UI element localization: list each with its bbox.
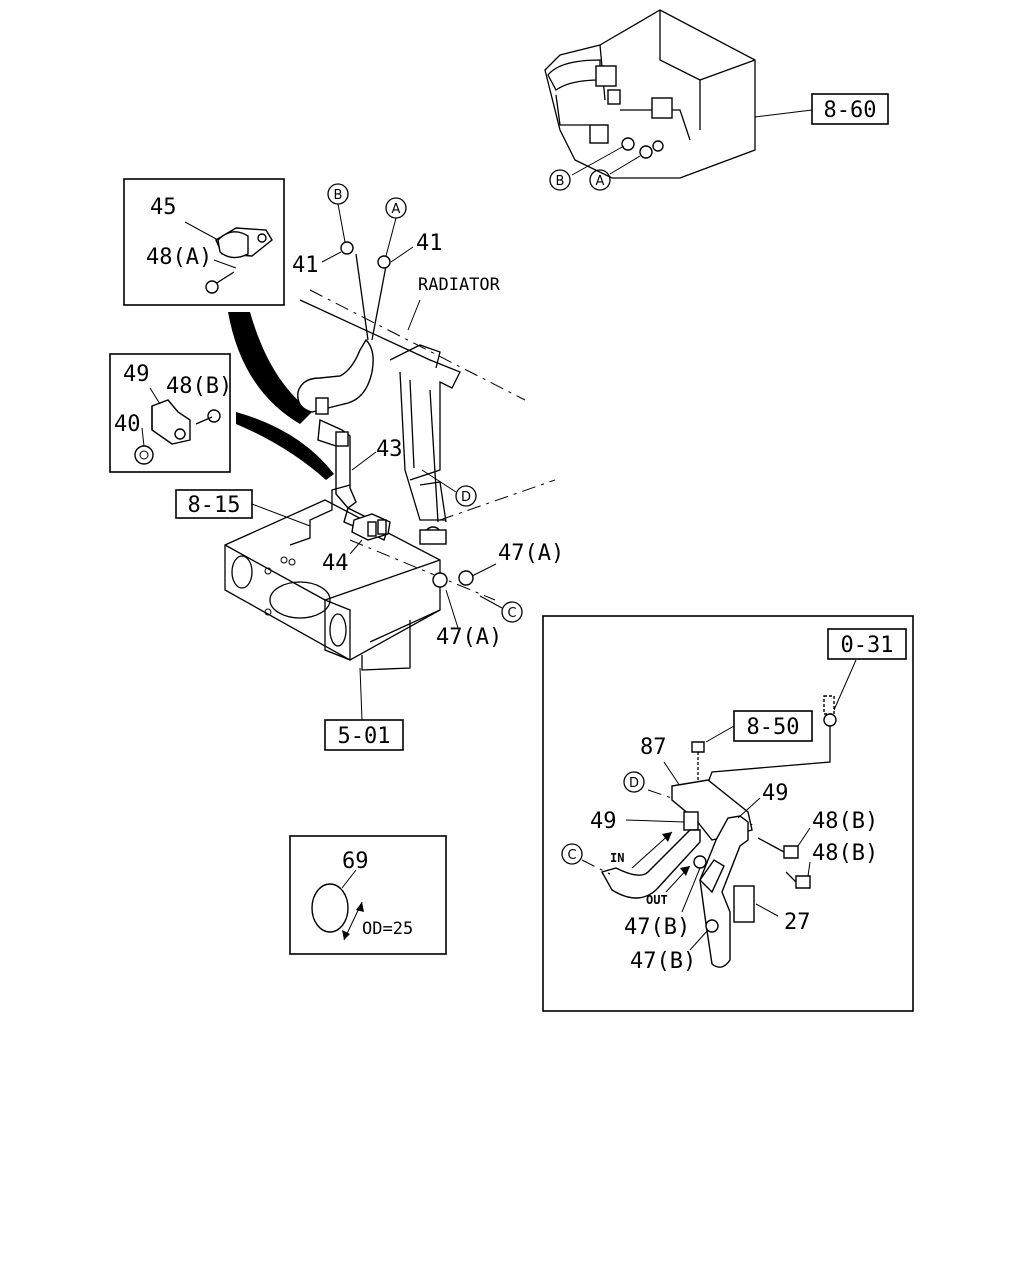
bolt-48b-1 <box>757 837 799 859</box>
ref-label-8-50: 8-50 <box>747 715 800 740</box>
marker-c-main: C <box>501 601 523 623</box>
svg-text:B: B <box>556 174 565 189</box>
bolt-87 <box>691 741 705 780</box>
ref-box-0-31[interactable]: 0-31 <box>827 628 907 660</box>
callout-47b-2: 47(B) <box>630 949 696 974</box>
inset-bracket-49 <box>109 353 231 473</box>
radiator-leader <box>407 299 421 331</box>
radiator-label: RADIATOR <box>418 275 501 295</box>
inset-leader-49 <box>236 412 334 480</box>
hose-b-line <box>355 253 369 341</box>
inset-clip-45 <box>123 178 285 306</box>
clamp-41-right <box>377 255 391 269</box>
ref-label-8-15: 8-15 <box>188 493 241 518</box>
centerline-radiator <box>309 289 526 401</box>
radiator-bracket <box>299 299 461 545</box>
hose-a-line <box>371 265 387 341</box>
callout-69: 69 <box>342 849 369 874</box>
inset-grommet-69 <box>289 835 447 955</box>
svg-text:C: C <box>507 606 516 621</box>
callout-48b-detail-2: 48(B) <box>812 841 878 866</box>
marker-b-hose: B <box>327 183 349 205</box>
callout-87: 87 <box>640 735 667 760</box>
ref-box-8-50[interactable]: 8-50 <box>733 710 813 742</box>
callout-47a-top: 47(A) <box>498 541 564 566</box>
marker-d-detail: D <box>623 771 645 793</box>
callout-49-detail-left: 49 <box>590 809 617 834</box>
centerline-frame <box>439 479 556 521</box>
ref-box-8-15[interactable]: 8-15 <box>175 489 253 519</box>
ref-box-8-60[interactable]: 8-60 <box>811 93 889 125</box>
callout-45: 45 <box>150 195 177 220</box>
detail-clamps <box>693 855 719 933</box>
svg-text:B: B <box>334 188 343 203</box>
callout-40: 40 <box>114 412 141 437</box>
clamp-47a <box>432 570 474 588</box>
svg-text:C: C <box>567 848 576 863</box>
callout-49-detail-right: 49 <box>762 781 789 806</box>
centerline-pipe <box>349 539 496 601</box>
in-label: IN <box>610 851 624 865</box>
callout-41-left: 41 <box>292 253 319 278</box>
svg-text:A: A <box>392 202 401 217</box>
marker-a-heater: A <box>589 169 611 191</box>
callout-41-right: 41 <box>416 231 443 256</box>
pipe-fitting-44 <box>351 513 391 541</box>
ref-label-8-60: 8-60 <box>824 98 877 123</box>
svg-text:D: D <box>629 776 639 791</box>
marker-c-detail: C <box>561 843 583 865</box>
callout-49-inset: 49 <box>123 362 150 387</box>
marker-d-main: D <box>455 485 477 507</box>
label-tag-27 <box>733 885 755 923</box>
callout-48b-inset: 48(B) <box>166 374 232 399</box>
ref-label-5-01: 5-01 <box>338 724 391 749</box>
callout-47b-1: 47(B) <box>624 915 690 940</box>
bolt-48b-2 <box>785 871 811 889</box>
heater-unit <box>544 9 756 179</box>
callout-48a: 48(A) <box>146 245 212 270</box>
od-label: OD=25 <box>362 919 413 939</box>
inset-leader-45 <box>228 312 312 424</box>
svg-text:A: A <box>596 174 605 189</box>
callout-43: 43 <box>376 437 403 462</box>
marker-a-hose: A <box>385 197 407 219</box>
svg-text:D: D <box>461 490 471 505</box>
callout-48b-detail-1: 48(B) <box>812 809 878 834</box>
ref-label-0-31: 0-31 <box>841 633 894 658</box>
callout-44: 44 <box>322 551 349 576</box>
clamp-41-left <box>340 241 354 255</box>
callout-27: 27 <box>784 910 811 935</box>
ref-box-5-01[interactable]: 5-01 <box>324 719 404 751</box>
out-label: OUT <box>646 893 668 907</box>
callout-47a-bottom: 47(A) <box>436 625 502 650</box>
marker-b-heater: B <box>549 169 571 191</box>
cross-member-frame <box>224 484 441 671</box>
